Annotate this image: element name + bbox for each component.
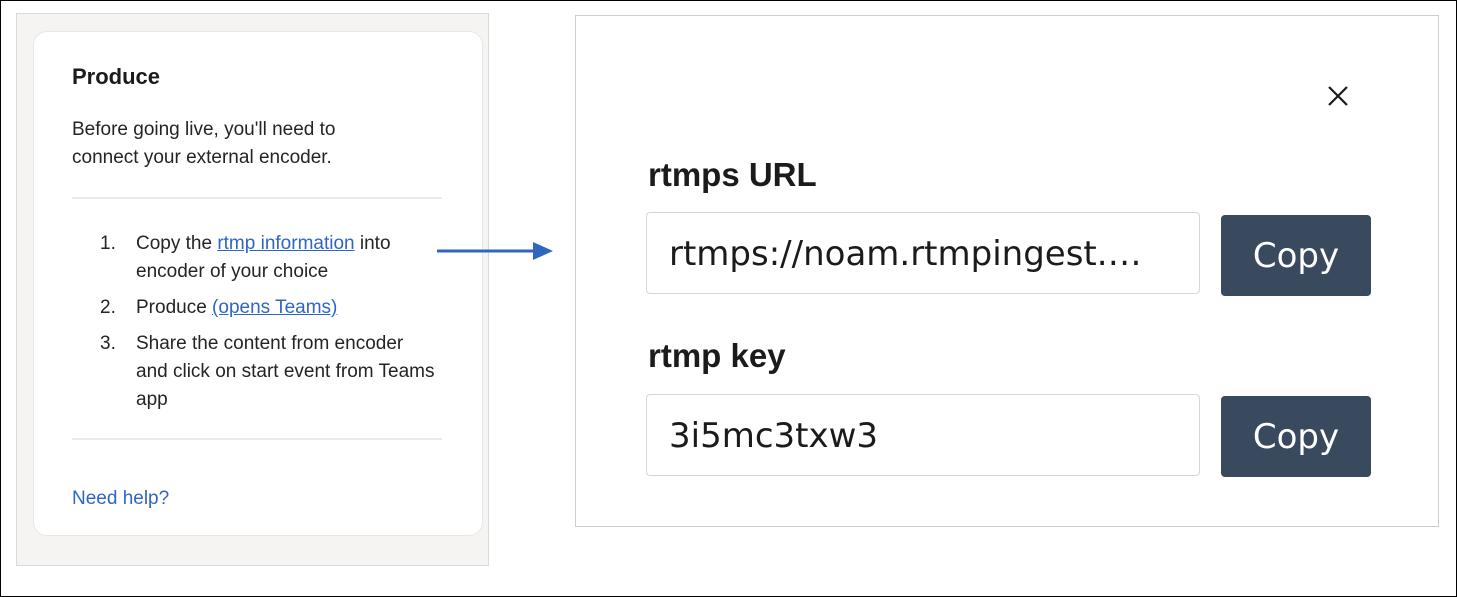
close-icon[interactable] bbox=[1324, 82, 1352, 110]
divider-top bbox=[72, 197, 442, 199]
divider-bottom bbox=[72, 438, 442, 440]
step-number: 3. bbox=[100, 333, 116, 354]
step-number: 2. bbox=[100, 297, 116, 318]
rtmps-url-field[interactable]: rtmps://noam.rtmpingest.… bbox=[646, 212, 1200, 294]
rtmp-key-field[interactable]: 3i5mc3txw3 bbox=[646, 394, 1200, 476]
rtmps-url-label: rtmps URL bbox=[648, 156, 817, 193]
steps-list: 1. Copy the rtmp information into encoder… bbox=[100, 230, 440, 422]
step-text-pre: Share the content from encoder and click… bbox=[136, 333, 435, 410]
step-number: 1. bbox=[100, 233, 116, 254]
step-text-pre: Copy the bbox=[136, 233, 218, 254]
step-item-1: 1. Copy the rtmp information into encoder… bbox=[100, 230, 440, 286]
step-item-2: 2. Produce (opens Teams) bbox=[100, 294, 440, 322]
copy-key-button[interactable]: Copy bbox=[1221, 396, 1371, 477]
produce-card: Produce Before going live, you'll need t… bbox=[33, 31, 483, 536]
step-item-3: 3. Share the content from encoder and cli… bbox=[100, 330, 440, 414]
produce-title: Produce bbox=[72, 64, 161, 89]
rtmp-key-label: rtmp key bbox=[648, 337, 786, 374]
produce-panel: Produce Before going live, you'll need t… bbox=[16, 13, 489, 566]
produce-description: Before going live, you'll need to connec… bbox=[72, 119, 336, 168]
rtmp-information-link[interactable]: rtmp information bbox=[217, 233, 355, 254]
opens-teams-link[interactable]: (opens Teams) bbox=[212, 297, 338, 318]
rtmp-details-panel: rtmps URL rtmps://noam.rtmpingest.… Copy… bbox=[575, 15, 1439, 527]
step-text-pre: Produce bbox=[136, 297, 213, 318]
need-help-link[interactable]: Need help? bbox=[72, 488, 170, 509]
arrow-right-icon bbox=[437, 242, 553, 260]
step-text-post: into encoder of your choice bbox=[136, 233, 391, 282]
copy-url-button[interactable]: Copy bbox=[1221, 215, 1371, 296]
